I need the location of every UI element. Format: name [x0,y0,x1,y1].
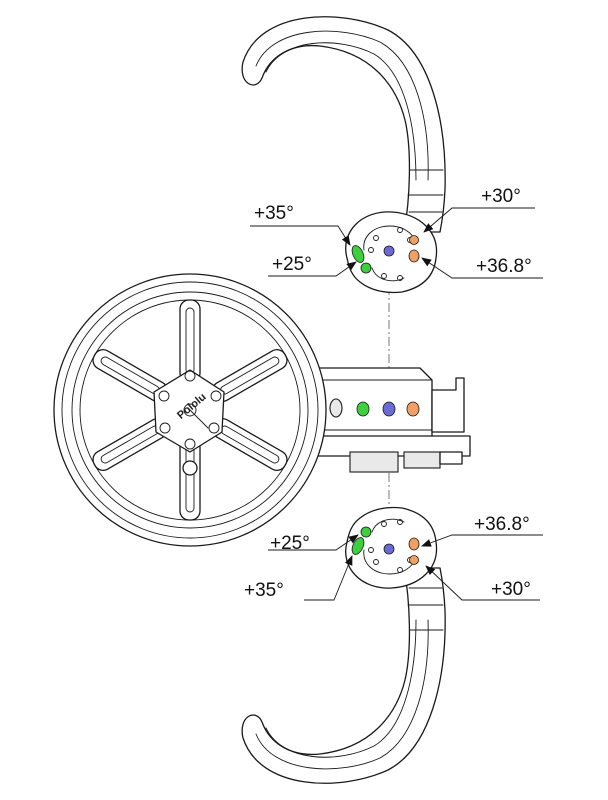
chassis [299,367,471,473]
bottom-leaders [268,534,543,601]
motor-shaft-boss [182,460,198,476]
label-bottom-plus30: +30° [491,579,531,600]
label-top-plus36-8: +36.8° [476,256,532,277]
chassis-orange-hole [406,401,420,417]
bottom-blue-hole [383,543,395,555]
top-leaders [250,207,543,279]
label-top-plus30: +30° [481,186,521,207]
label-bottom-plus36-8: +36.8° [474,514,530,535]
top-green-slot [351,245,365,263]
chassis-green-hole [356,401,370,417]
chassis-blue-hole [382,401,396,417]
top-orange-hole-lower [408,249,420,263]
top-green-hole [360,262,372,274]
label-top-plus25: +25° [272,254,312,275]
label-bottom-plus25: +25° [270,533,310,554]
wheel-spokes [92,299,288,521]
bottom-caster-bracket: +25° +35° +36.8° +30° [241,506,543,784]
top-orange-hole-upper [409,235,419,245]
wheel-hub [153,369,225,453]
wheel: Pololu [53,273,327,547]
bottom-green-hole [360,526,372,538]
top-caster-bracket: +35° +25° +30° +36.8° [241,16,543,294]
bottom-orange-hole-upper [408,537,420,551]
top-bracket-arm [241,16,446,233]
chassis-hole-3 [329,398,343,418]
bottom-orange-hole-lower [409,555,419,565]
top-blue-hole [383,245,395,257]
robot-assembly: Pololu [53,273,471,547]
top-mount-holes [351,235,420,274]
label-bottom-plus35: +35° [244,580,284,601]
label-top-plus35: +35° [254,203,294,224]
